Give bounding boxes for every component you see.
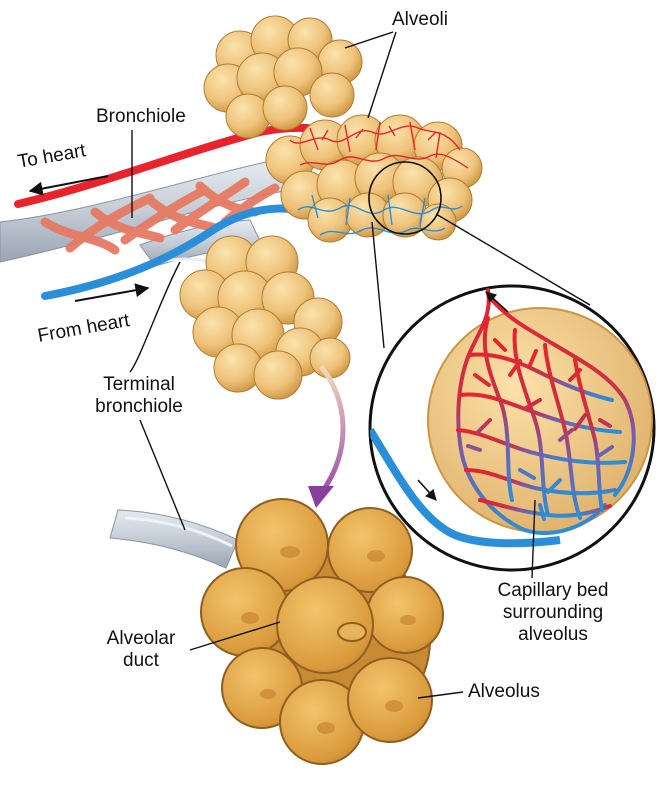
- alveolus-pits: [241, 546, 416, 734]
- magnified-alveolar-sac: [200, 498, 444, 765]
- leader-lines: [129, 31, 536, 699]
- label-alveoli: Alveoli: [392, 9, 448, 30]
- transition-arrow-head: [308, 486, 334, 508]
- transition-arrow: [319, 365, 346, 495]
- label-capillary-line1: Capillary bed: [497, 580, 609, 601]
- magnified-capillary-view: [368, 284, 656, 572]
- zoom-guide-line-left: [371, 221, 385, 349]
- zoom-region-circle: [368, 161, 442, 235]
- label-alveolus: Alveolus: [468, 681, 540, 702]
- alveolar-sac-top: [203, 15, 363, 139]
- label-bronchiole: Bronchiole: [96, 106, 186, 127]
- alveolar-sac-with-capillaries: [265, 114, 483, 243]
- label-capillary-bed: Capillary bed surrounding alveolus: [478, 580, 628, 646]
- label-terminal-bronchiole: Terminal bronchiole: [80, 374, 198, 418]
- label-capillary-line2: surrounding: [502, 602, 604, 623]
- label-alveolar-duct: Alveolar duct: [96, 628, 186, 672]
- magnified-flow-in-arrow: [417, 479, 437, 501]
- label-capillary-line3: alveolus: [518, 624, 588, 645]
- label-alveolar-duct-line1: Alveolar: [106, 628, 176, 649]
- zoom-guide-line-right: [435, 213, 591, 306]
- arrow-left-icon: [28, 175, 109, 196]
- arrow-right-icon: [74, 283, 150, 302]
- label-terminal-bronchiole-line1: Terminal: [103, 374, 175, 395]
- magnified-flow-out-arrow: [485, 291, 509, 313]
- terminal-bronchiole-tube: [109, 509, 239, 569]
- label-terminal-bronchiole-line2: bronchiole: [95, 396, 183, 417]
- smooth-muscle-bands: [40, 177, 280, 255]
- label-alveolar-duct-line2: duct: [123, 650, 159, 671]
